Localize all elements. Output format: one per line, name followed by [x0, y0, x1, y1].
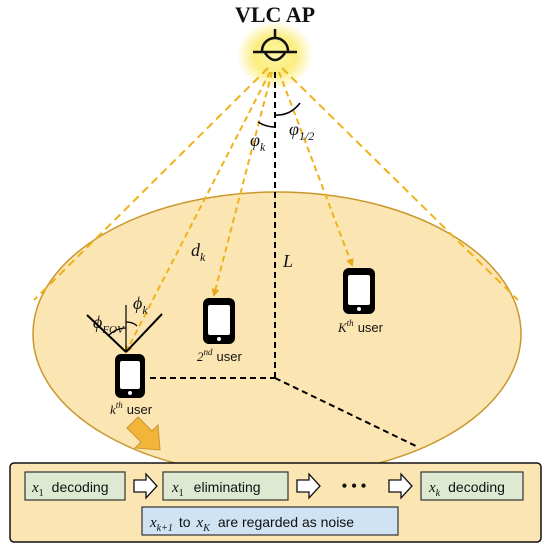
incidence-arc — [125, 321, 138, 327]
arrow-icon-2 — [296, 472, 321, 500]
ellipsis-dots: • • • — [342, 478, 367, 495]
beam-boundary-right — [281, 67, 519, 301]
angle-arc-phi-half — [274, 102, 301, 116]
label-phi-k: φk — [250, 130, 266, 154]
arrow-icon-1 — [133, 472, 158, 500]
beam-boundary-left — [33, 67, 269, 301]
noise-box — [141, 506, 399, 536]
fov-line-left — [86, 314, 127, 353]
beam-to-kth-user — [125, 71, 271, 354]
beam-to-Kth-user — [278, 71, 354, 267]
floor-line-diagonal — [274, 377, 419, 448]
step-xk-decoding-box — [420, 471, 524, 501]
label-phi-half: φ1/2 — [289, 119, 314, 143]
step-x1-decoding-box — [24, 471, 126, 501]
label-phi-fov: ϕFOV — [93, 312, 125, 336]
label-phi-k-user: ϕk — [133, 293, 148, 317]
lamp-icon — [237, 21, 313, 89]
phone-icon-Kth — [343, 268, 375, 314]
process-arrow-icon — [126, 416, 161, 451]
step-x1-eliminating-box — [162, 471, 289, 501]
label-d-k: dk — [191, 240, 206, 264]
arrow-icon-3 — [388, 472, 413, 500]
phone-icon-2nd — [203, 298, 235, 344]
fov-arc — [107, 327, 127, 337]
fov-line-right — [125, 313, 163, 353]
beam-to-2nd-user — [211, 71, 273, 297]
angle-arc-phi-k — [257, 121, 276, 128]
label-L: L — [282, 251, 293, 271]
phone-icon-kth — [115, 354, 145, 398]
